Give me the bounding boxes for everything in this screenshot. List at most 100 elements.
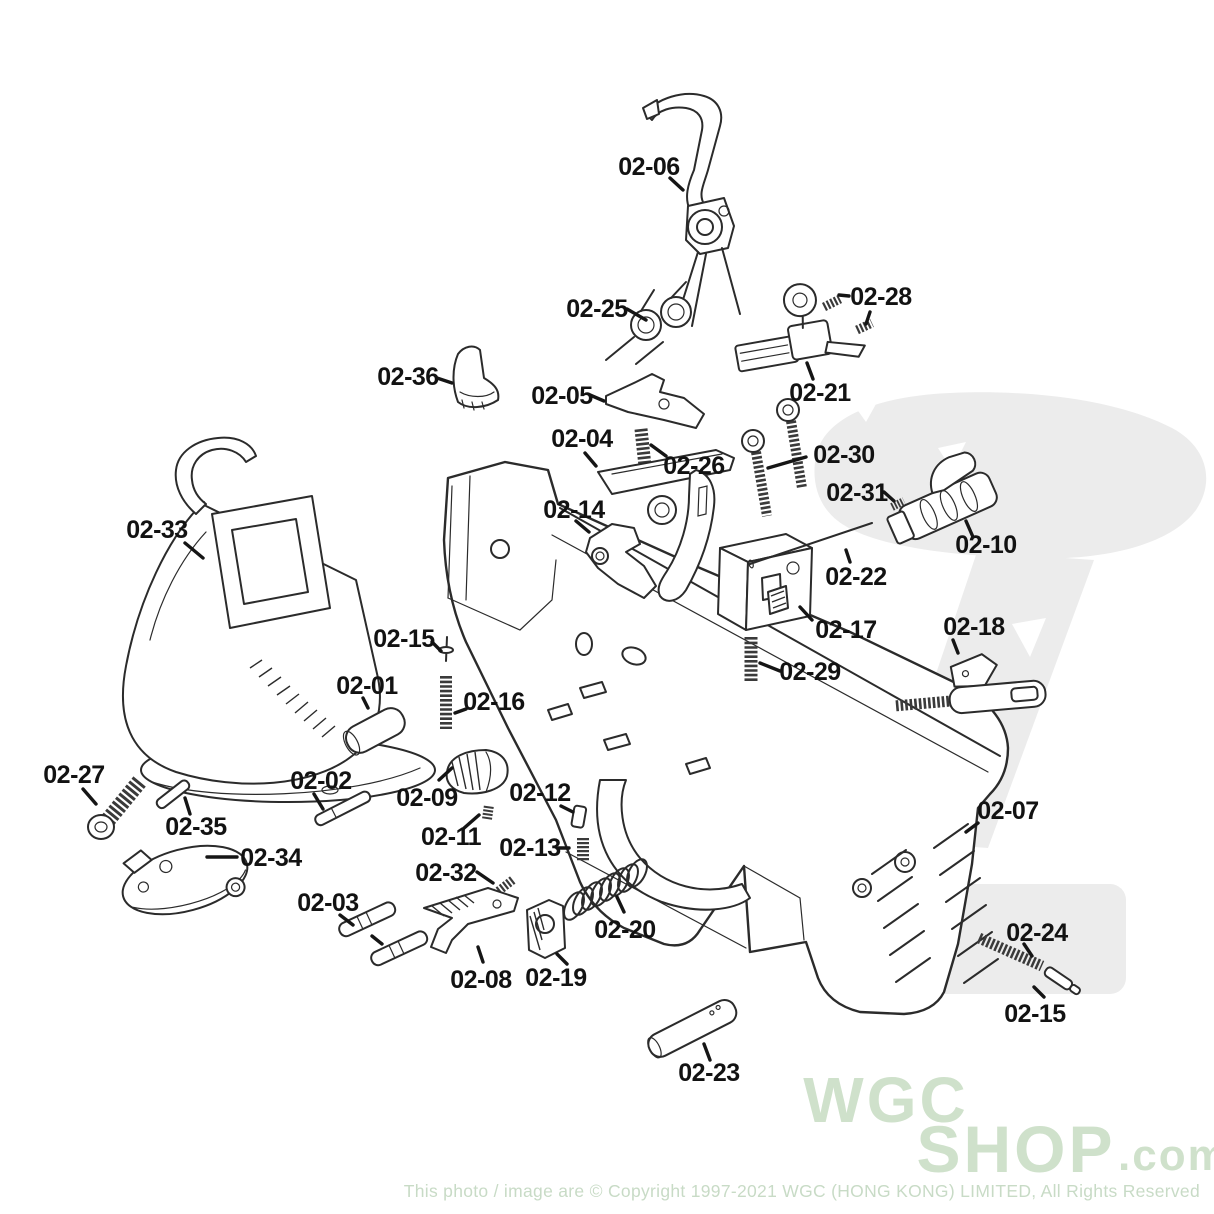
- leader-line-02-36: [435, 376, 454, 385]
- part-label-02-01: 02-01: [336, 672, 398, 700]
- leader-line-02-18: [951, 638, 960, 655]
- leader-line-02-20: [615, 895, 626, 914]
- drawing-long-screws: [741, 398, 807, 517]
- drawing-hammer-housing: [717, 533, 813, 631]
- drawing-set-screws: [821, 294, 874, 335]
- part-label-02-26: 02-26: [663, 452, 724, 480]
- drawing-slide-stop: [895, 653, 1047, 715]
- leader-line-02-35: [183, 796, 192, 816]
- leader-line-02-19: [555, 952, 569, 966]
- part-label-02-21: 02-21: [789, 379, 851, 407]
- part-label-02-12: 02-12: [509, 779, 570, 807]
- part-label-02-08: 02-08: [450, 966, 512, 994]
- part-label-02-24: 02-24: [1006, 919, 1068, 947]
- leader-line-02-14: [574, 519, 591, 534]
- part-label-02-17: 02-17: [815, 616, 876, 644]
- part-label-02-36: 02-36: [377, 363, 438, 391]
- part-label-02-18: 02-18: [943, 613, 1005, 641]
- leader-line-02-06: [668, 176, 685, 192]
- drawing-pin-02: [314, 790, 372, 827]
- part-label-02-30: 02-30: [813, 441, 874, 469]
- leader-line-02-28: [864, 310, 872, 326]
- drawing-mag-catch: [526, 899, 566, 959]
- part-label-02-09: 02-09: [396, 784, 457, 812]
- drawing-sear-lever: [605, 373, 705, 429]
- leader-line-02-08: [476, 945, 485, 964]
- leader-line-02-27: [81, 787, 98, 806]
- part-label-02-15: 02-15: [373, 625, 435, 653]
- part-label-02-33: 02-33: [126, 516, 187, 544]
- copyright-text: This photo / image are © Copyright 1997-…: [404, 1181, 1200, 1201]
- drawing-housing-seat: [452, 345, 500, 411]
- drawing-pin-23: [647, 998, 738, 1059]
- drawing-knocker: [585, 523, 657, 599]
- part-label-02-28: 02-28: [850, 283, 912, 311]
- part-label-02-19: 02-19: [525, 964, 586, 992]
- part-label-02-25: 02-25: [566, 295, 628, 323]
- part-label-02-31: 02-31: [826, 479, 888, 507]
- leader-line-02-21: [805, 361, 815, 381]
- part-label-02-32: 02-32: [415, 859, 476, 887]
- part-label-02-10: 02-10: [955, 531, 1016, 559]
- part-label-02-07: 02-07: [977, 797, 1038, 825]
- drawing-slide-stop-plate: [423, 887, 519, 954]
- part-label-02-29: 02-29: [779, 658, 840, 686]
- leader-line-02-23: [702, 1042, 712, 1062]
- leader-line-02-15: [430, 640, 443, 653]
- leader-line-02-05: [588, 393, 606, 403]
- drawing-trigger-assembly: [642, 93, 741, 327]
- part-label-02-35: 02-35: [165, 813, 227, 841]
- drawing-safety-lever: [734, 283, 866, 373]
- leader-line-02-07: [964, 821, 980, 834]
- drawing-detent-spring: [890, 497, 906, 511]
- part-label-02-14: 02-14: [543, 496, 605, 524]
- leader-line-02-24: [1022, 942, 1034, 958]
- drawing-spring-20: [563, 858, 648, 921]
- part-label-02-06: 02-06: [618, 153, 679, 181]
- leader-line-02-25: [625, 307, 648, 322]
- drawing-grip-backstrap: [122, 436, 436, 803]
- drawing-mag-release-button: [445, 749, 509, 795]
- watermark-wgc: WGC: [803, 1064, 968, 1136]
- leader-line-02-01: [361, 696, 370, 710]
- part-label-02-11: 02-11: [421, 823, 482, 851]
- leader-line-02-32: [475, 870, 495, 885]
- part-label-02-03: 02-03: [297, 889, 358, 917]
- drawing-pin-01: [342, 707, 406, 756]
- part-label-02-15: 02-15: [1004, 1000, 1066, 1028]
- leader-line-02-11: [461, 813, 481, 831]
- part-label-02-34: 02-34: [240, 844, 302, 872]
- drawing-long-pin: [748, 522, 873, 569]
- drawing-grip-screw: [87, 775, 147, 840]
- part-label-02-16: 02-16: [463, 688, 524, 716]
- part-label-layer: 02-06 02-25 02-28 02-36 02-05 02-21 02-04 02-26…: [43, 153, 1069, 1087]
- drawing-pin-15-right: [1043, 966, 1081, 996]
- leader-line-02-02: [312, 792, 325, 811]
- drawing-cover-plate: [121, 844, 249, 916]
- part-label-02-05: 02-05: [531, 382, 593, 410]
- part-label-02-02: 02-02: [290, 767, 351, 795]
- drawing-pin-35: [155, 779, 191, 810]
- leader-line-02-31: [882, 490, 896, 503]
- part-label-02-23: 02-23: [678, 1059, 739, 1087]
- leader-line-02-16: [453, 707, 468, 715]
- part-label-02-04: 02-04: [551, 425, 613, 453]
- leader-line-02-15: [1032, 985, 1046, 999]
- leader-line-02-10: [964, 519, 975, 539]
- drawing-set-screw-11: [482, 804, 494, 820]
- leader-line-02-17: [798, 605, 814, 622]
- leader-line-02-28: [837, 293, 851, 298]
- leader-line-02-29: [758, 661, 782, 673]
- drawing-trigger-bar: [597, 449, 735, 602]
- leader-line-02-22: [844, 548, 852, 564]
- leader-line-02-03: [370, 934, 384, 946]
- leader-line-02-03: [338, 913, 355, 927]
- part-label-02-27: 02-27: [43, 761, 104, 789]
- drawing-spring-24: [976, 932, 1045, 972]
- part-label-02-22: 02-22: [825, 563, 886, 591]
- leader-line-02-33: [183, 541, 205, 560]
- drawing-safety-selector: [886, 451, 998, 545]
- watermark-shop: SHOP: [916, 1112, 1115, 1186]
